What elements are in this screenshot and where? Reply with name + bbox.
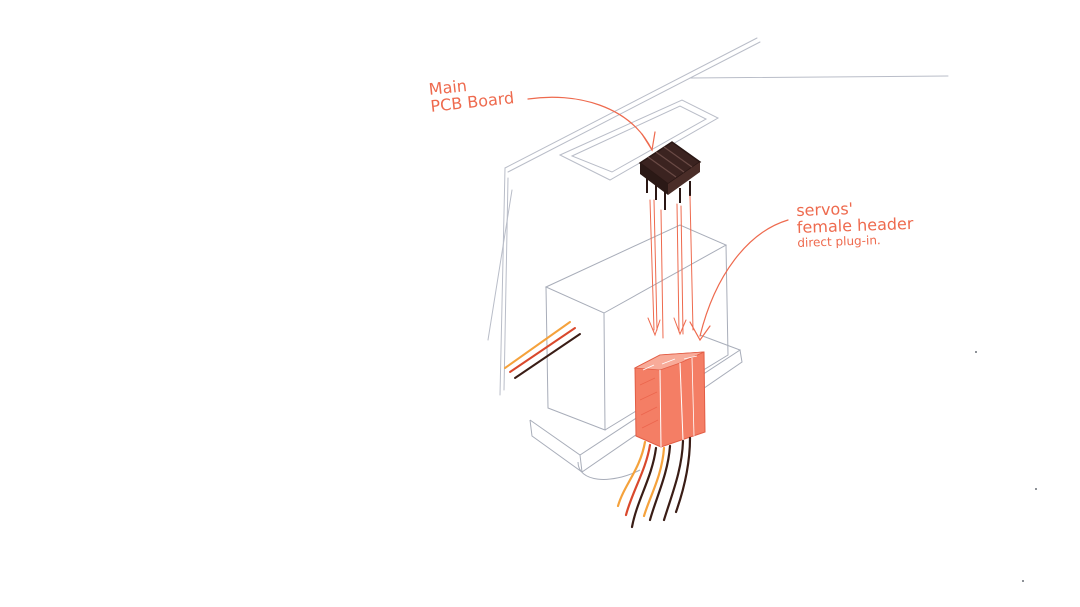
annotation-leaders bbox=[528, 97, 788, 340]
servo-female-headers bbox=[635, 352, 705, 447]
main-pcb-board bbox=[640, 142, 700, 210]
servo-body bbox=[530, 225, 742, 479]
servo-side-wires bbox=[505, 322, 580, 378]
servo-cables bbox=[618, 438, 690, 527]
stray-marks bbox=[975, 351, 1037, 582]
servos-header-label: servos' female header direct plug-in. bbox=[796, 199, 914, 249]
